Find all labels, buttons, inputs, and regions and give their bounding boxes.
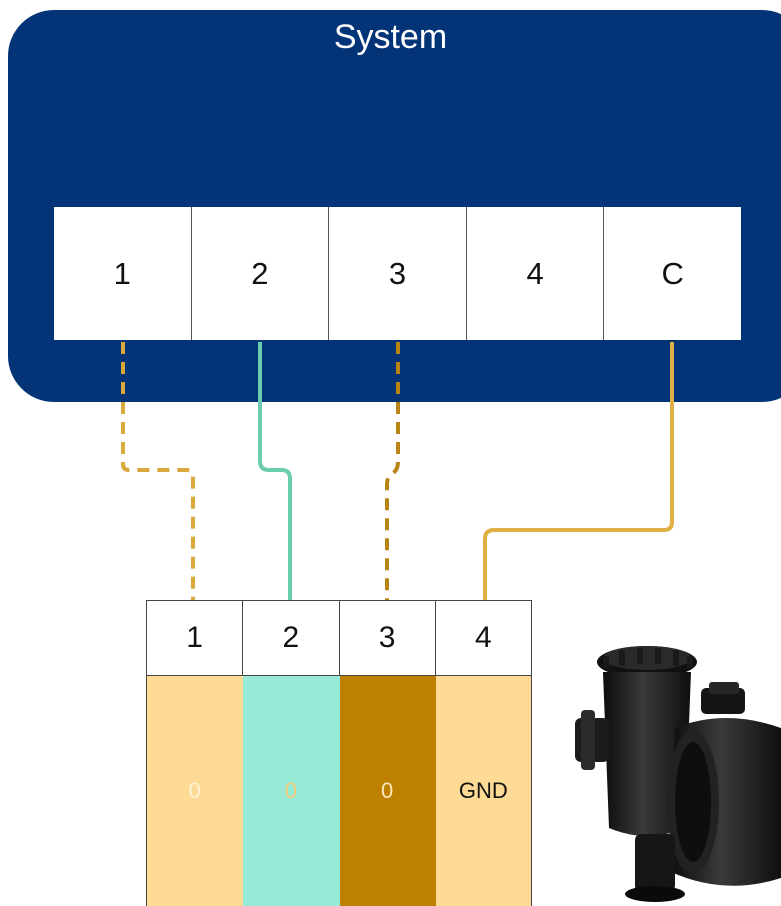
connector-pin-3: 3 <box>338 601 435 675</box>
connector-slot-row: 0 0 0 GND <box>147 676 531 906</box>
pool-pump-icon <box>575 646 781 902</box>
connector-slot-1: 0 <box>147 676 243 906</box>
wire-3 <box>385 342 400 600</box>
system-terminal-4: 4 <box>465 207 604 340</box>
pump-connector: 1 2 3 4 0 0 0 GND <box>146 600 532 906</box>
wire-c <box>483 342 674 600</box>
system-terminal-strip: 1 2 3 4 C <box>54 207 741 340</box>
system-terminal-3: 3 <box>328 207 466 340</box>
connector-pin-1: 1 <box>186 621 203 654</box>
wire-2 <box>258 342 292 600</box>
system-terminal-2: 2 <box>190 207 329 340</box>
wire-1 <box>121 342 195 600</box>
connector-pin-2: 2 <box>242 601 338 675</box>
connector-pin-4: 4 <box>434 601 531 675</box>
system-terminal-c: C <box>603 207 741 340</box>
connector-slot-3: 0 <box>338 676 435 906</box>
connector-pin-row: 1 2 3 4 <box>147 601 531 676</box>
system-terminal-1: 1 <box>113 255 131 291</box>
system-title: System <box>333 18 448 56</box>
connector-slot-2: 0 <box>242 676 339 906</box>
connector-slot-4: GND <box>434 676 531 906</box>
